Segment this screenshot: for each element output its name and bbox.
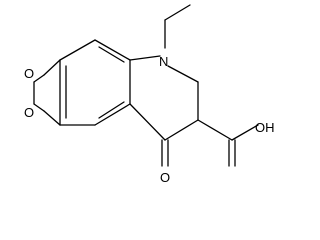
oxygen-label: O — [24, 66, 34, 81]
bond — [33, 74, 45, 83]
bond — [94, 39, 131, 61]
bond — [43, 110, 61, 126]
aromatic-bond — [98, 101, 125, 119]
bond-lines — [33, 4, 259, 167]
bond — [167, 65, 199, 83]
bond — [33, 103, 45, 112]
aromatic-bond — [98, 46, 125, 63]
bond — [164, 119, 199, 141]
bond — [164, 4, 191, 21]
bond — [129, 103, 166, 141]
bond — [43, 59, 61, 76]
atom-labels: O O N O OH — [24, 54, 275, 185]
bond — [231, 124, 259, 141]
bond — [59, 39, 96, 61]
oxygen-label: O — [24, 105, 34, 120]
ketone-oxygen-label: O — [160, 170, 170, 185]
bond — [94, 103, 131, 126]
bond — [197, 119, 233, 141]
bond — [129, 55, 161, 61]
hydroxyl-label: OH — [255, 120, 275, 135]
molecule-diagram: O O N O OH — [24, 4, 275, 185]
nitrogen-label: N — [159, 54, 168, 69]
